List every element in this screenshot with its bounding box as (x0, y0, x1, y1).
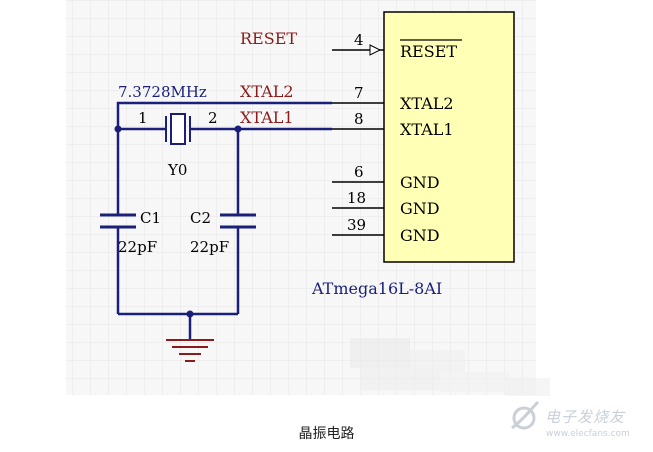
wire-xtal2 (116, 101, 332, 129)
pin-number-7: 7 (354, 84, 364, 102)
junction-dot-right (234, 125, 242, 133)
capacitor-c1-icon (100, 213, 136, 229)
crystal-pin2-label: 2 (208, 109, 218, 127)
pin-label-gnd-6: GND (400, 173, 440, 192)
crystal-pin1-label: 1 (138, 109, 148, 127)
chip-body (383, 11, 515, 263)
net-label-xtal2: XTAL2 (240, 82, 294, 101)
pin-label-reset: RESET (400, 42, 457, 61)
wires (116, 101, 332, 340)
crystal-designator: Y0 (167, 161, 187, 179)
pin-number-18: 18 (347, 189, 366, 207)
crystal-symbol-icon (165, 113, 191, 145)
capacitor-c2-icon (220, 213, 256, 229)
junction-dot-ground (186, 310, 194, 318)
pin-label-xtal1: XTAL1 (400, 120, 454, 139)
pin-4-arrow-icon (369, 44, 382, 56)
watermark-text: 电子发烧友 (545, 408, 626, 426)
chip-name: ATmega16L-8AI (311, 279, 442, 298)
capacitor-c2-designator: C2 (190, 209, 211, 227)
junction-dot-left (114, 125, 122, 133)
watermark-url: www.elecfans.com (546, 429, 630, 439)
capacitor-c2-value: 22pF (190, 238, 229, 256)
crystal-frequency: 7.3728MHz (118, 83, 207, 101)
ground-icon (166, 339, 214, 362)
capacitor-c1-designator: C1 (140, 209, 161, 227)
capacitor-c1-value: 22pF (118, 238, 157, 256)
pin-number-8: 8 (354, 110, 364, 128)
pin-label-gnd-18: GND (400, 199, 440, 218)
watermark-logo-icon (511, 400, 540, 430)
pin-number-39: 39 (347, 216, 366, 234)
blurred-region (350, 338, 550, 396)
pin-label-gnd-39: GND (400, 226, 440, 245)
pin-label-xtal2: XTAL2 (400, 94, 454, 113)
net-label-xtal1: XTAL1 (240, 108, 294, 127)
figure-caption: 晶振电路 (298, 426, 355, 442)
net-label-reset: RESET (240, 29, 297, 48)
pin-number-4: 4 (354, 31, 364, 49)
pin-number-6: 6 (354, 163, 364, 181)
